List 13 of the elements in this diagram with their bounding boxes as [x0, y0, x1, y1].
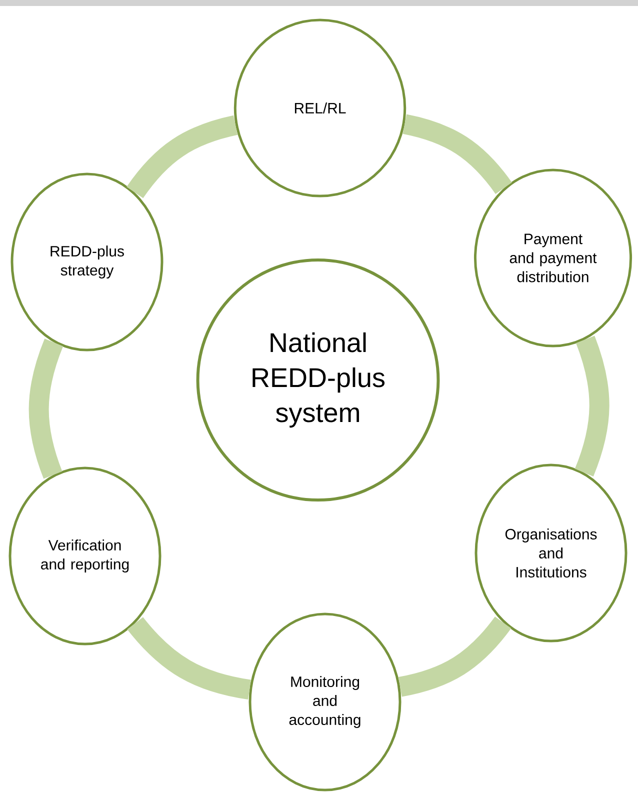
ring-segment — [574, 336, 610, 476]
circle-node: Verification and reporting — [8, 466, 162, 646]
ring-segment — [28, 338, 64, 479]
circle-node: Monitoring and accounting — [248, 612, 402, 792]
ring-segment — [126, 115, 238, 198]
ring-segment — [127, 616, 252, 700]
circle-node: Payment and payment distribution — [474, 168, 632, 348]
circle-node: REL/RL — [234, 18, 406, 198]
circle-node: Organisations and Institutions — [474, 464, 628, 642]
ring-segment — [398, 616, 512, 697]
circle-node: National REDD-plus system — [196, 258, 440, 502]
ring-segment — [402, 114, 512, 194]
circle-node: REDD-plus strategy — [10, 172, 164, 352]
